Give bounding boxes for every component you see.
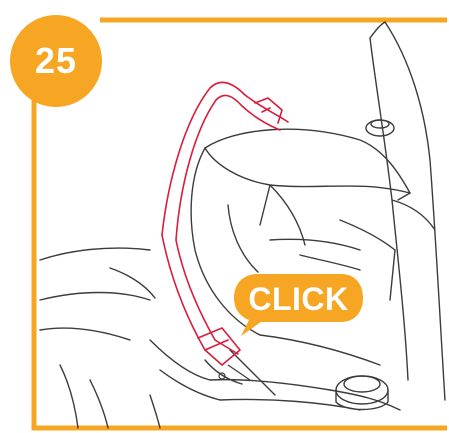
- step-number-badge: 25: [10, 15, 102, 107]
- click-label: CLICK: [231, 276, 366, 322]
- click-speech-bubble: CLICK: [231, 270, 366, 338]
